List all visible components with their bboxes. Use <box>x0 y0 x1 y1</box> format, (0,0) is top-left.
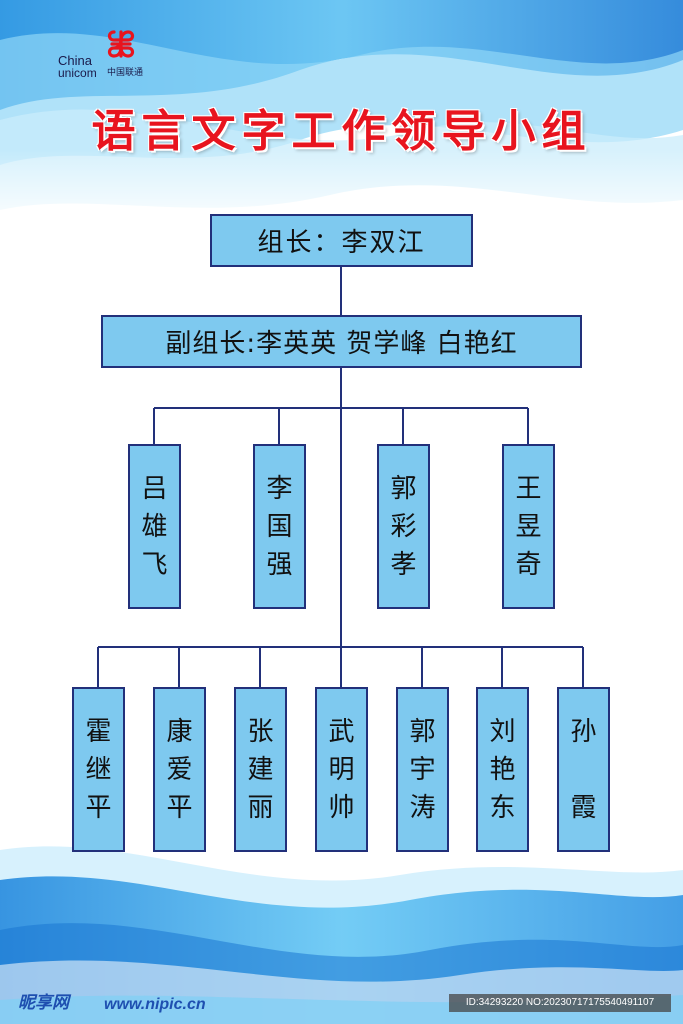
member-name-char: 霞 <box>570 792 597 823</box>
logo-text-cn: 中国联通 <box>107 68 144 78</box>
member-box: 刘艳东 <box>476 687 529 852</box>
member-name-char: 刘 <box>489 716 516 747</box>
site-url: www.nipic.cn <box>104 996 206 1013</box>
member-name-char: 武 <box>328 716 355 747</box>
member-name-char: 平 <box>85 792 112 823</box>
member-box: 吕雄飞 <box>128 444 181 609</box>
member-name-char: 东 <box>489 792 516 823</box>
image-id-label: ID:34293220 NO:20230717175540491107 <box>449 994 671 1012</box>
member-name-char: 奇 <box>515 549 542 580</box>
member-name-char: 飞 <box>141 549 168 580</box>
leader-box: 组长：李双江 <box>210 214 473 267</box>
member-name-char: 孙 <box>570 716 597 747</box>
member-name-char: 彩 <box>390 511 417 542</box>
logo-text-unicom: unicom <box>58 66 97 80</box>
member-box: 霍继平 <box>72 687 125 852</box>
member-box: 郭宇涛 <box>396 687 449 852</box>
member-name-char: 雄 <box>141 511 168 542</box>
member-name-char: 平 <box>166 792 193 823</box>
member-name-char: 明 <box>328 754 355 785</box>
member-name-char: 国 <box>266 511 293 542</box>
logo-text-china: China <box>58 53 92 68</box>
member-name-char: 霍 <box>85 716 112 747</box>
member-name-char: 继 <box>85 754 112 785</box>
member-name-char: 李 <box>266 473 293 504</box>
site-logo: 昵享网 <box>18 993 69 1013</box>
member-name-char: 吕 <box>141 473 168 504</box>
member-box: 武明帅 <box>315 687 368 852</box>
member-box: 康爱平 <box>153 687 206 852</box>
member-name-char: 帅 <box>328 792 355 823</box>
member-box: 王昱奇 <box>502 444 555 609</box>
deputy-box: 副组长:李英英 贺学峰 白艳红 <box>101 315 582 368</box>
page-title: 语言文字工作领导小组 <box>91 106 592 157</box>
member-name-char: 涛 <box>409 792 436 823</box>
member-name-char: 丽 <box>247 792 274 823</box>
member-name-char <box>579 751 587 789</box>
unicom-knot-icon <box>107 30 135 58</box>
member-box: 李国强 <box>253 444 306 609</box>
member-name-char: 建 <box>247 754 274 785</box>
member-name-char: 昱 <box>515 511 542 542</box>
member-name-char: 郭 <box>390 473 417 504</box>
member-name-char: 爱 <box>166 754 193 785</box>
member-name-char: 宇 <box>409 754 436 785</box>
china-unicom-logo: China unicom 中国联通 <box>58 26 158 82</box>
member-name-char: 张 <box>247 716 274 747</box>
member-name-char: 艳 <box>489 754 516 785</box>
member-name-char: 王 <box>515 473 542 504</box>
member-box: 孙 霞 <box>557 687 610 852</box>
member-name-char: 康 <box>166 716 193 747</box>
member-box: 张建丽 <box>234 687 287 852</box>
member-name-char: 郭 <box>409 716 436 747</box>
member-box: 郭彩孝 <box>377 444 430 609</box>
member-name-char: 强 <box>266 549 293 580</box>
member-name-char: 孝 <box>390 549 417 580</box>
